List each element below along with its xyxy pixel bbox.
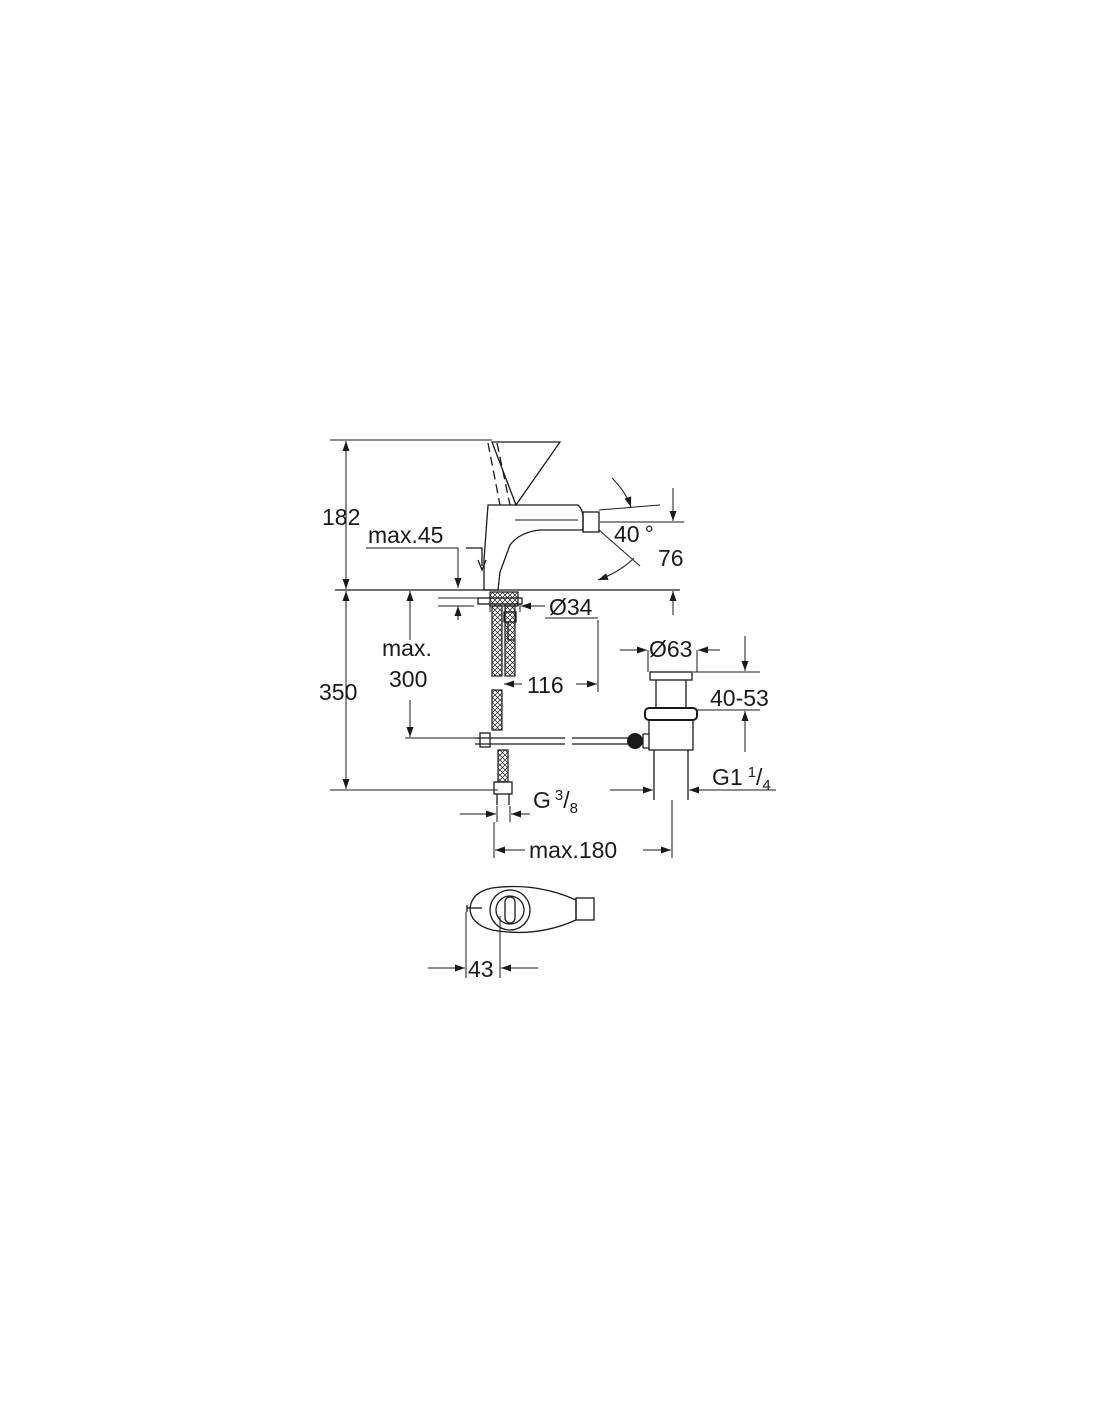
label-g1-main: G1	[712, 764, 743, 790]
label-g-main: G	[533, 787, 551, 813]
dim-350	[330, 591, 498, 791]
label-max300-line2: 300	[389, 666, 427, 692]
dim-max180	[493, 800, 673, 858]
dim-diameter-34	[489, 602, 598, 619]
label-g1-1-4: G1 1/4	[712, 764, 771, 794]
label-40-53: 40-53	[710, 685, 769, 711]
label-350: 350	[319, 679, 357, 705]
label-43: 43	[468, 956, 494, 982]
label-angle-unit: °	[645, 521, 654, 547]
faucet-top-view	[466, 885, 595, 934]
label-76: 76	[658, 545, 684, 571]
dim-g3-8	[460, 806, 530, 822]
dim-76	[600, 488, 684, 615]
label-max45: max.45	[368, 522, 443, 548]
label-g-sep: /	[563, 787, 570, 813]
dim-40-53	[693, 636, 760, 752]
label-g-num: 3	[555, 787, 563, 804]
label-g1-num: 1	[748, 764, 756, 781]
label-angle: 40°	[614, 521, 654, 547]
dim-182	[330, 439, 492, 589]
faucet-installation	[477, 591, 523, 805]
label-diameter-63: Ø63	[649, 636, 692, 662]
label-max180: max.180	[529, 837, 617, 863]
label-max300-line1: max.	[382, 635, 432, 661]
dim-43	[428, 912, 538, 978]
dim-diameter-63	[620, 646, 720, 672]
label-g1-den: 4	[762, 777, 770, 794]
label-angle-value: 40	[614, 521, 640, 547]
label-diameter-34: Ø34	[549, 594, 593, 620]
dim-max300	[405, 591, 480, 739]
label-182: 182	[322, 504, 360, 530]
label-g1-sep: /	[756, 764, 763, 790]
faucet-body	[466, 441, 600, 591]
dim-max45	[366, 547, 490, 620]
pop-up-rod	[475, 732, 643, 749]
label-116: 116	[527, 672, 564, 698]
label-g-den: 8	[570, 800, 578, 817]
dim-40-degrees	[597, 477, 661, 581]
dim-116	[504, 620, 599, 692]
waste-assembly	[642, 671, 698, 800]
